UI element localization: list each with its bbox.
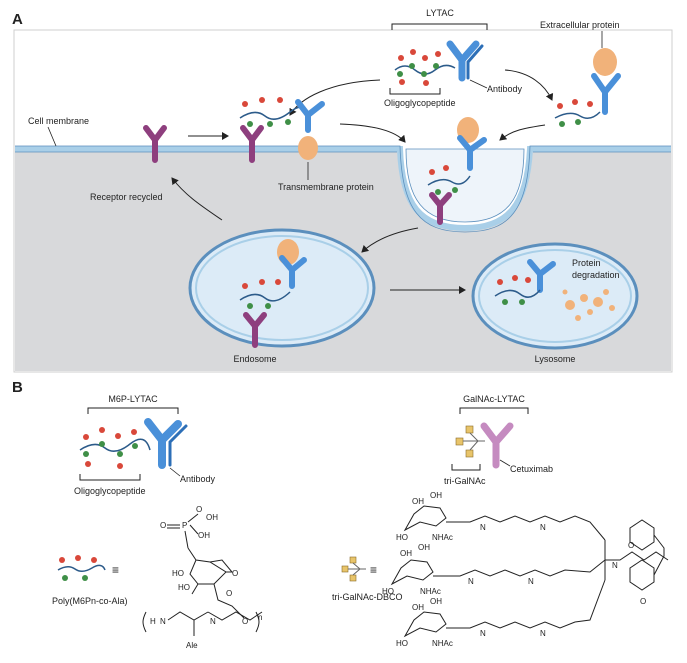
svg-text:NHAc: NHAc [420, 587, 441, 596]
svg-text:N: N [540, 629, 546, 638]
panel-b: B M6P-LYTAC Antibody Oligoglycopeptide G… [12, 379, 669, 650]
svg-text:O: O [160, 521, 166, 530]
svg-text:OH: OH [430, 491, 442, 500]
galnac-lytac-label: GalNAc-LYTAC [463, 394, 525, 404]
cetuximab-label: Cetuximab [510, 464, 553, 474]
svg-text:Ale: Ale [186, 641, 198, 650]
svg-text:OH: OH [412, 497, 424, 506]
svg-text:N: N [612, 561, 618, 570]
antibody-label-b: Antibody [180, 474, 216, 484]
m6p-lytac-graphic [79, 418, 188, 469]
svg-text:O: O [640, 597, 646, 606]
antibody-label-a: Antibody [487, 84, 523, 94]
svg-text:O: O [242, 617, 248, 626]
extracellular-protein-label: Extracellular protein [540, 20, 620, 30]
svg-text:OH: OH [206, 513, 218, 522]
budding-vesicle [405, 148, 525, 223]
svg-text:N: N [160, 617, 166, 626]
poly-chain-icon [57, 555, 106, 581]
svg-text:P: P [182, 521, 187, 530]
svg-text:HO: HO [396, 639, 408, 648]
protein-degradation-label-1: Protein [572, 258, 601, 268]
oligoglycopeptide-label-a: Oligoglycopeptide [384, 98, 456, 108]
svg-text:N: N [480, 629, 486, 638]
endosome [188, 228, 376, 348]
svg-text:N: N [480, 523, 486, 532]
svg-text:HO: HO [382, 587, 394, 596]
svg-text:O: O [232, 569, 238, 578]
antibody-top [446, 40, 484, 82]
panel-a-frame [13, 29, 673, 373]
m6p-lytac-label: M6P-LYTAC [108, 394, 158, 404]
tri-galnac-dbco-label: tri-GalNAc-DBCO [332, 592, 403, 602]
svg-text:HO: HO [396, 533, 408, 542]
svg-text:NHAc: NHAc [432, 533, 453, 542]
transmembrane-protein-label: Transmembrane protein [278, 182, 374, 192]
svg-text:O: O [196, 505, 202, 514]
svg-text:OH: OH [198, 531, 210, 540]
svg-text:O: O [226, 589, 232, 598]
panel-b-letter: B [12, 379, 23, 396]
lysosome [471, 242, 639, 350]
equiv-symbol-2: ≡ [370, 563, 377, 577]
svg-text:HO: HO [178, 583, 190, 592]
cell-membrane-label: Cell membrane [28, 116, 89, 126]
lytac-label: LYTAC [426, 8, 454, 18]
tri-galnac-dbco-structure: OH OH HO NHAc N N OH OH HO NHAc N N OH [382, 491, 669, 648]
svg-text:NHAc: NHAc [432, 639, 453, 648]
m6p-structure: O OH O P OH HO HO O O N H N O n Ale [142, 505, 262, 650]
panel-a: A LYTAC Extracellular protein Cell membr… [12, 8, 673, 373]
svg-text:HO: HO [172, 569, 184, 578]
lysosome-label: Lysosome [535, 354, 576, 364]
svg-text:n: n [258, 613, 262, 622]
receptor-recycled-label: Receptor recycled [90, 192, 163, 202]
endosome-label: Endosome [233, 354, 276, 364]
equiv-symbol-1: ≡ [112, 563, 119, 577]
oligoglycopeptide-label-b: Oligoglycopeptide [74, 486, 146, 496]
svg-text:H: H [150, 617, 156, 626]
svg-text:N: N [210, 617, 216, 626]
svg-text:N: N [528, 577, 534, 586]
lytac-top [394, 40, 484, 86]
svg-text:OH: OH [418, 543, 430, 552]
svg-text:O: O [628, 541, 634, 550]
tri-galnac-label: tri-GalNAc [444, 476, 486, 486]
degraded-protein-fragments [562, 289, 615, 321]
svg-text:OH: OH [430, 597, 442, 606]
vesicle-complex [427, 117, 487, 225]
protein-degradation-label-2: degradation [572, 270, 620, 280]
svg-text:N: N [468, 577, 474, 586]
svg-text:OH: OH [412, 603, 424, 612]
poly-label: Poly(M6Pn-co-Ala) [52, 596, 128, 606]
bound-complex [239, 97, 325, 163]
svg-text:N: N [540, 523, 546, 532]
svg-text:OH: OH [400, 549, 412, 558]
galnac-lytac-graphic [455, 422, 514, 469]
protein-antibody-right [554, 48, 621, 127]
panel-a-letter: A [12, 11, 23, 28]
receptor-left [143, 125, 167, 163]
tri-galnac-icon [341, 556, 366, 582]
